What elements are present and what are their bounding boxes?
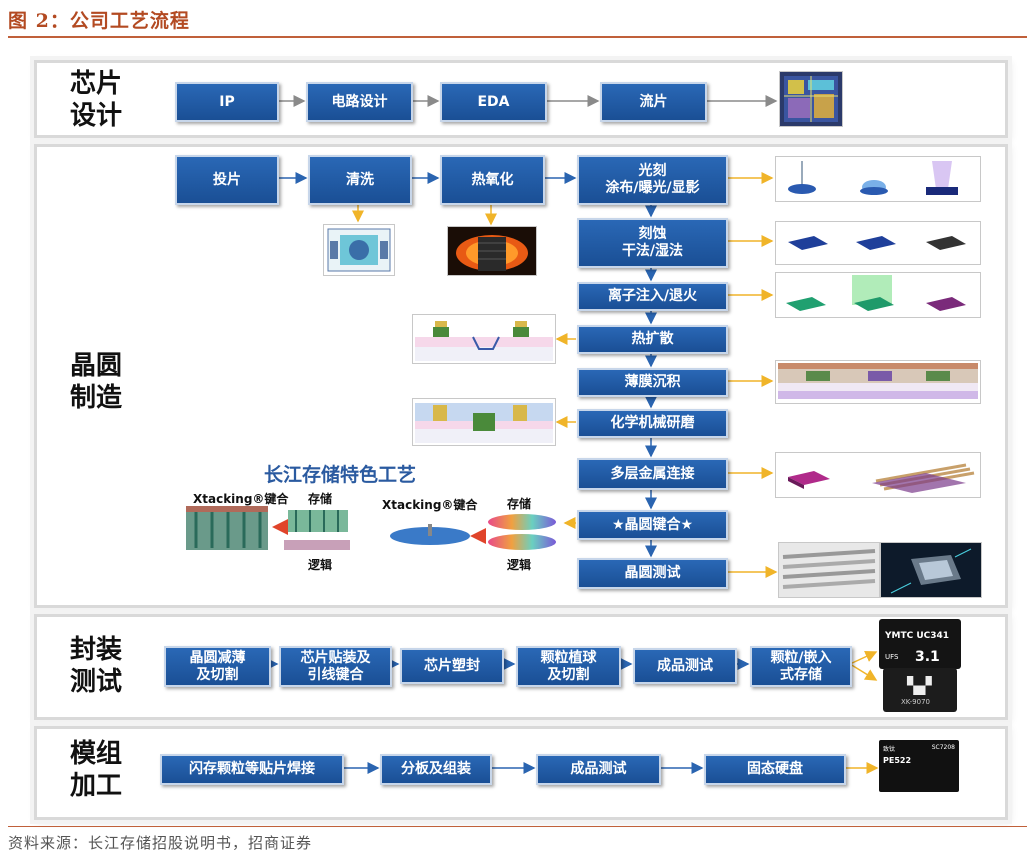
chip-part-text: XK-9070 xyxy=(901,698,930,706)
chip-version-text: 3.1 xyxy=(915,649,940,665)
cmp-cross-section-image xyxy=(412,398,556,446)
module-step-ssd: 固态硬盘 xyxy=(704,754,846,785)
xtacking-left-label: Xtacking®键合 xyxy=(193,492,289,506)
wafer-step-ion-implant: 离子注入/退火 xyxy=(577,282,728,311)
logic-right-label: 逻辑 xyxy=(507,558,532,572)
xtacking-right-label: Xtacking®键合 xyxy=(382,498,478,512)
ssd-brand-text: 致钛 xyxy=(883,746,896,753)
ion-implant-image xyxy=(775,272,981,318)
package-step-storage: 颗粒/嵌入 式存储 xyxy=(750,646,852,687)
package-step-molding: 芯片塑封 xyxy=(400,648,504,684)
logic-left-label: 逻辑 xyxy=(308,558,333,572)
ssd-image: 致钛 SC7208 PE522 xyxy=(879,740,959,792)
cleaning-equipment-image xyxy=(323,224,395,276)
design-step-ip: IP xyxy=(175,82,279,122)
metal-layers-image xyxy=(775,452,981,498)
package-step-die-attach: 芯片贴装及 引线键合 xyxy=(279,646,392,687)
wafer-step-bonding: ★晶圆键合★ xyxy=(577,510,728,540)
ymtc-logo-icon: ▚▞ xyxy=(907,676,932,695)
wafer-step-testing: 晶圆测试 xyxy=(577,558,728,589)
section-label-module: 模组 加工 xyxy=(69,739,122,801)
wafer-step-lithography: 光刻 涂布/曝光/显影 xyxy=(577,155,728,205)
chip-die-image xyxy=(779,71,843,127)
storage-left-label: 存储 xyxy=(308,492,333,506)
diffusion-cross-section-image xyxy=(412,314,556,364)
wafer-step-cmp: 化学机械研磨 xyxy=(577,409,728,438)
etching-image xyxy=(775,221,981,265)
figure-title: 图 2：公司工艺流程 xyxy=(8,10,190,32)
footer-divider xyxy=(8,826,1027,827)
packaged-chip-bga: ▚▞ XK-9070 xyxy=(883,668,957,712)
wafer-step-cleaning: 清洗 xyxy=(308,155,412,205)
ssd-model-text: SC7208 xyxy=(931,744,955,751)
design-step-eda: EDA xyxy=(440,82,547,122)
module-step-assembly: 分板及组装 xyxy=(380,754,492,785)
source-note: 资料来源：长江存储招股说明书，招商证券 xyxy=(8,834,313,852)
wafer-step-oxidation: 热氧化 xyxy=(440,155,545,205)
package-step-final-test: 成品测试 xyxy=(633,648,737,684)
wafer-step-etching: 刻蚀 干法/湿法 xyxy=(577,218,728,268)
oxidation-furnace-image xyxy=(447,226,537,276)
module-step-test: 成品测试 xyxy=(536,754,661,785)
chip-brand-text: YMTC UC341 xyxy=(885,631,950,641)
wafer-step-metal: 多层金属连接 xyxy=(577,458,728,490)
section-label-wafer: 晶圆 制造 xyxy=(69,351,122,413)
storage-right-label: 存储 xyxy=(507,497,532,511)
wafer-step-loading: 投片 xyxy=(175,155,279,205)
section-label-package: 封装 测试 xyxy=(69,635,122,697)
section-label-design: 芯片 设计 xyxy=(69,69,122,131)
design-step-circuit: 电路设计 xyxy=(306,82,413,122)
special-process-title: 长江存储特色工艺 xyxy=(264,464,417,486)
package-step-balling: 颗粒植球 及切割 xyxy=(516,646,621,687)
module-step-smt: 闪存颗粒等贴片焊接 xyxy=(160,754,344,785)
ssd-product-text: PE522 xyxy=(883,756,912,765)
wafer-test-image-1 xyxy=(778,542,880,598)
title-divider xyxy=(8,36,1027,38)
packaged-chip-ufs: YMTC UC341 UFS 3.1 xyxy=(879,619,961,669)
wafer-test-image-2 xyxy=(880,542,982,598)
wafer-step-diffusion: 热扩散 xyxy=(577,325,728,354)
chip-ufs-text: UFS xyxy=(885,653,899,661)
package-step-thinning: 晶圆减薄 及切割 xyxy=(164,646,271,687)
lithography-image xyxy=(775,156,981,202)
thin-film-image xyxy=(775,360,981,404)
design-step-tapeout: 流片 xyxy=(600,82,707,122)
wafer-step-thin-film: 薄膜沉积 xyxy=(577,368,728,397)
